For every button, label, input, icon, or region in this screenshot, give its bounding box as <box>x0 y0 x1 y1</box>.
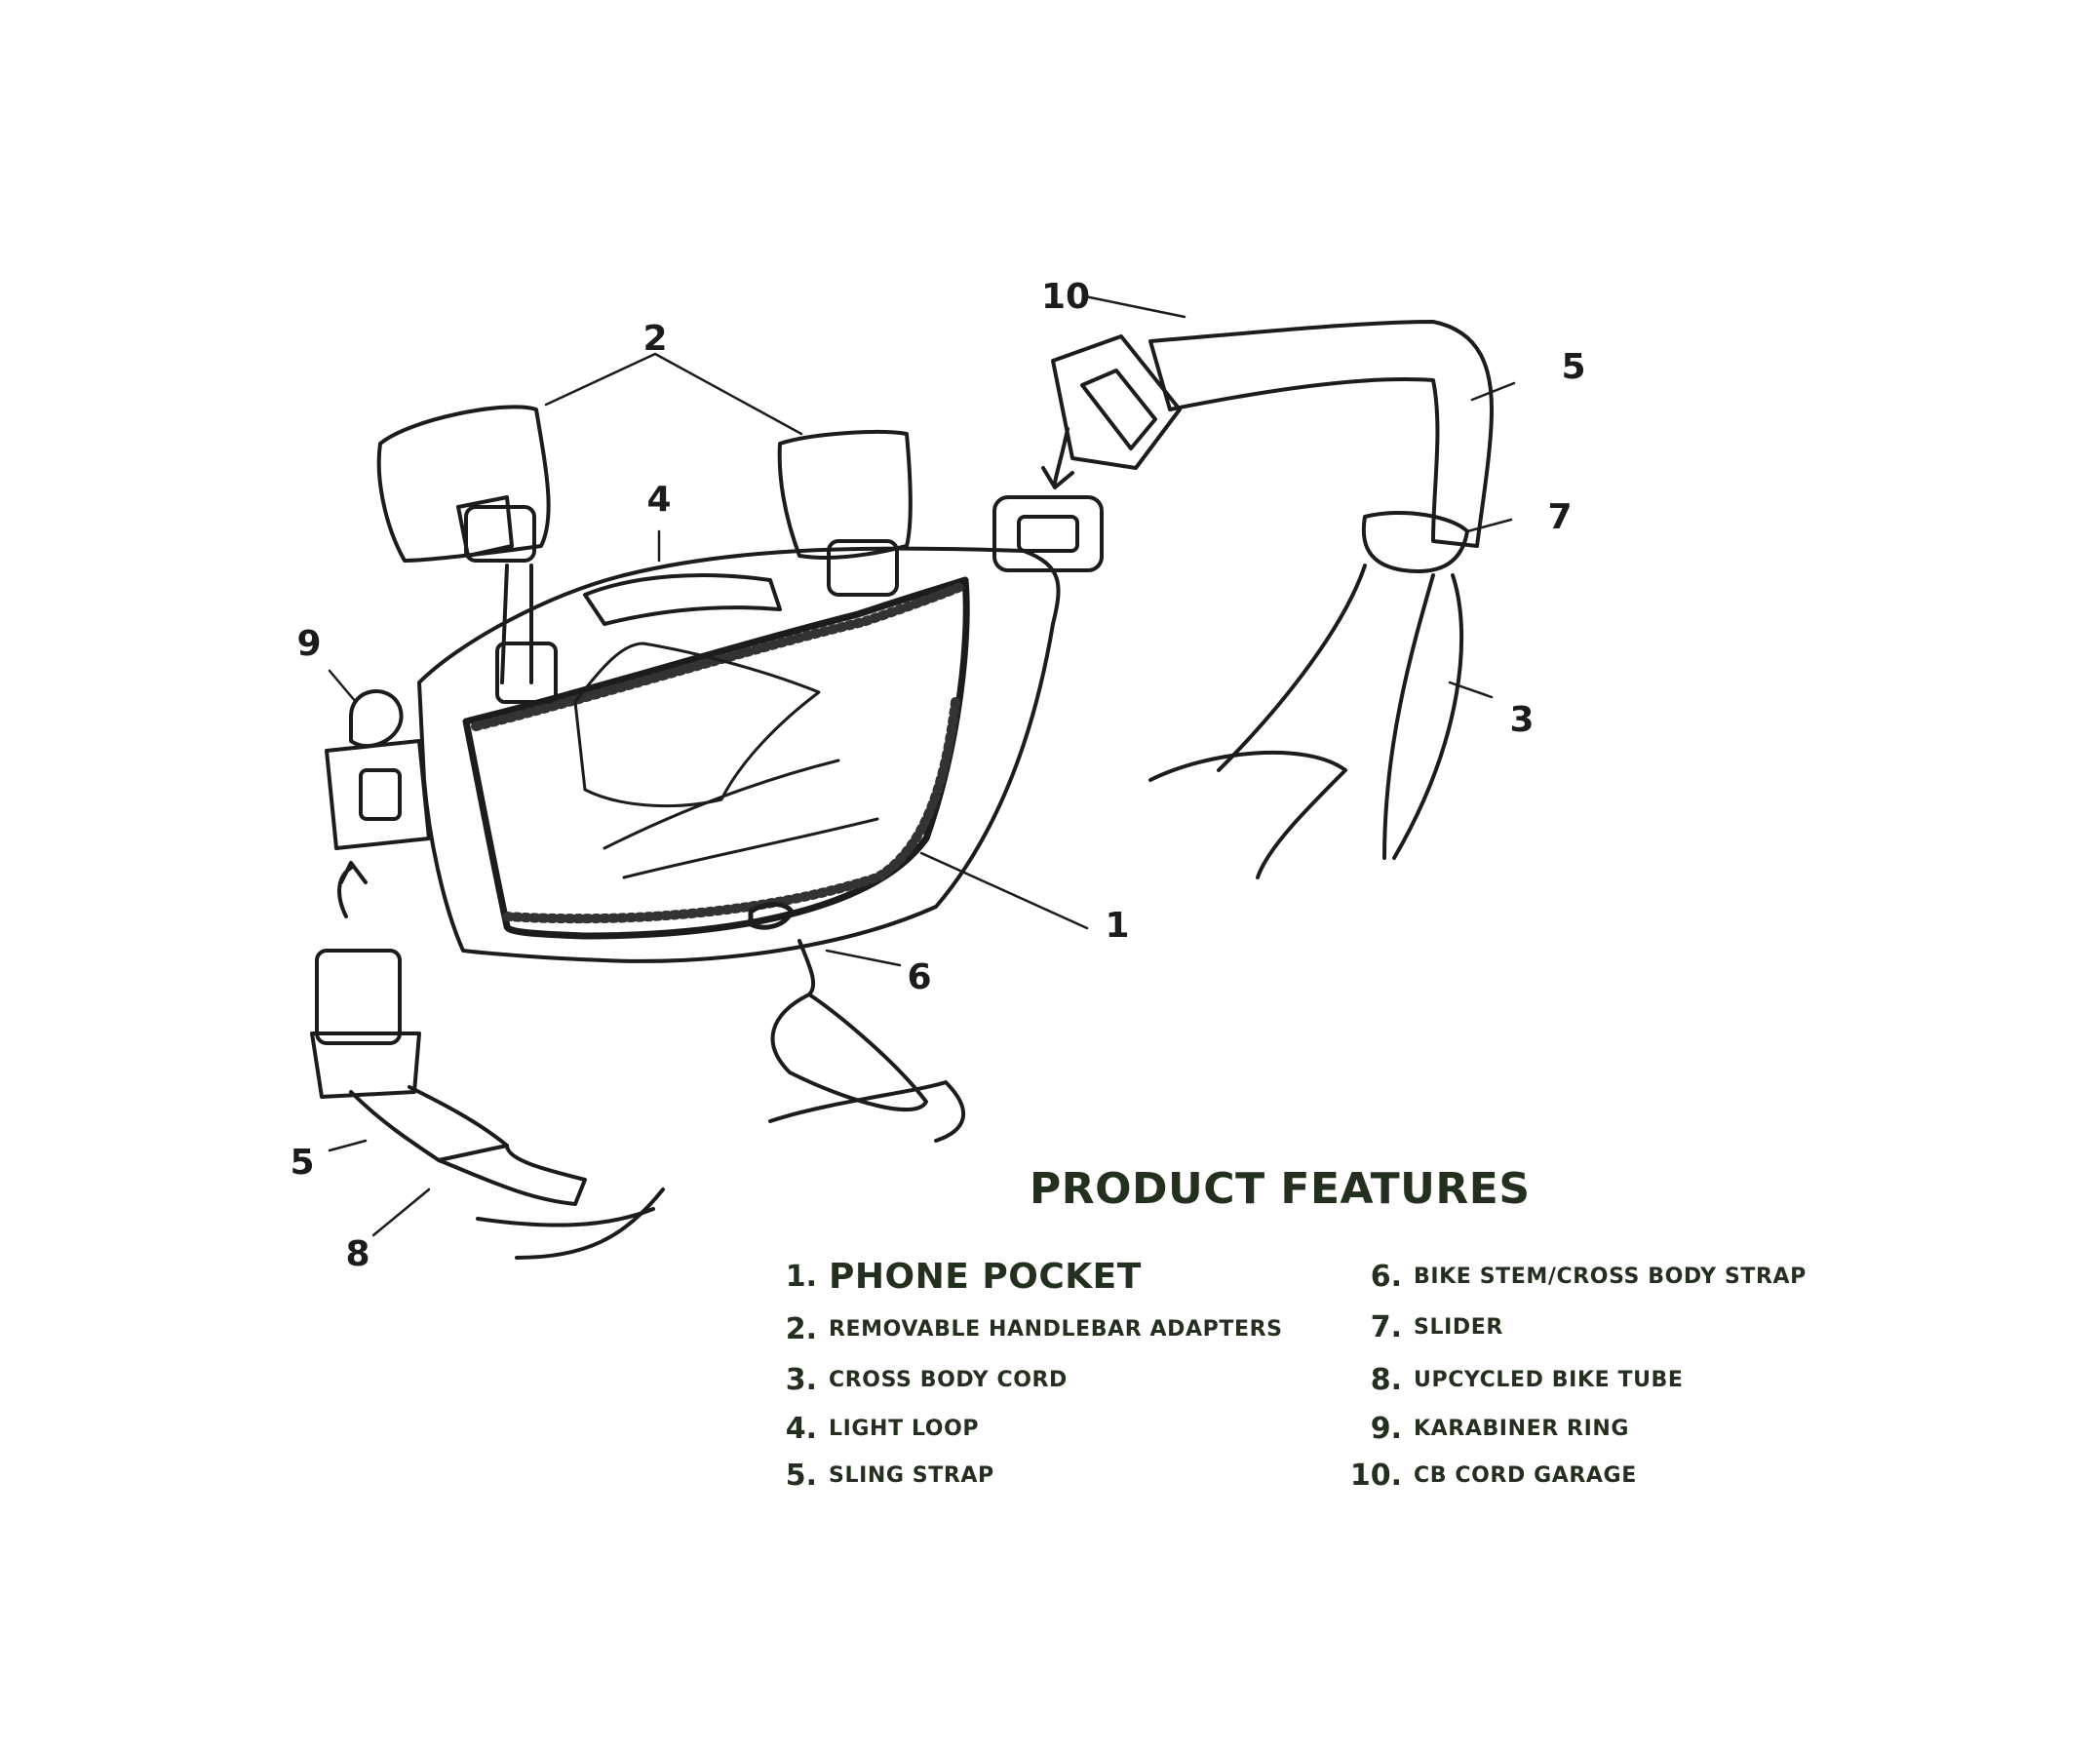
upcycled-bike-tube <box>437 1144 587 1206</box>
feature-number: 6. <box>1370 1260 1402 1294</box>
sling-strap-top <box>1148 320 1494 548</box>
feature-number: 7. <box>1370 1310 1402 1344</box>
sling-strap-bottom <box>349 1085 509 1162</box>
handlebar-adapter-left <box>376 405 551 563</box>
callout-3: 3 <box>1509 700 1535 740</box>
bag-body <box>417 546 1061 963</box>
callout-8: 8 <box>345 1234 370 1274</box>
callout-7: 7 <box>1547 497 1573 537</box>
feature-number: 8. <box>1370 1363 1402 1397</box>
cord-garage-buckle <box>1051 334 1182 470</box>
feature-label: CROSS BODY CORD <box>829 1368 1068 1392</box>
callout-4: 4 <box>646 480 672 520</box>
callout-10: 10 <box>1040 277 1091 317</box>
feature-number: 9. <box>1370 1412 1402 1446</box>
light-loop <box>583 573 782 626</box>
callout-6: 6 <box>907 957 932 997</box>
feature-number: 4. <box>785 1412 817 1446</box>
feature-label: REMOVABLE HANDLEBAR ADAPTERS <box>829 1317 1283 1342</box>
features-title: PRODUCT FEATURES <box>1030 1164 1531 1214</box>
callout-5-top: 5 <box>1561 347 1586 387</box>
feature-number: 10. <box>1349 1459 1402 1493</box>
feature-number: 3. <box>785 1363 817 1397</box>
callout-2: 2 <box>642 319 668 359</box>
feature-label: SLIDER <box>1414 1315 1503 1340</box>
callout-9: 9 <box>296 624 322 664</box>
feature-label: BIKE STEM/CROSS BODY STRAP <box>1414 1265 1807 1289</box>
bike-stem-strap <box>770 939 928 1111</box>
feature-number: 2. <box>785 1312 817 1346</box>
features-list-right: 6. BIKE STEM/CROSS BODY STRAP 7. SLIDER … <box>1350 1260 1940 1513</box>
feature-label: PHONE POCKET <box>829 1257 1142 1297</box>
feature-number: 1. <box>785 1260 817 1294</box>
phone-pocket <box>462 576 970 940</box>
callout-1: 1 <box>1105 906 1130 946</box>
side-release-buckle <box>315 949 402 1045</box>
feature-label: LIGHT LOOP <box>829 1417 980 1441</box>
callout-5-bottom: 5 <box>290 1143 315 1183</box>
feature-label: CB CORD GARAGE <box>1414 1463 1637 1488</box>
slider <box>1361 510 1469 573</box>
feature-label: KARABINER RING <box>1414 1417 1630 1441</box>
feature-label: UPCYCLED BIKE TUBE <box>1414 1368 1684 1392</box>
karabiner-ring <box>349 689 404 748</box>
feature-label: SLING STRAP <box>829 1463 994 1488</box>
cross-body-cord <box>1392 573 1464 860</box>
features-list-left: 1. PHONE POCKET 2. REMOVABLE HANDLEBAR A… <box>770 1260 1355 1513</box>
handlebar-adapter-right <box>777 430 913 560</box>
feature-number: 5. <box>785 1459 817 1493</box>
